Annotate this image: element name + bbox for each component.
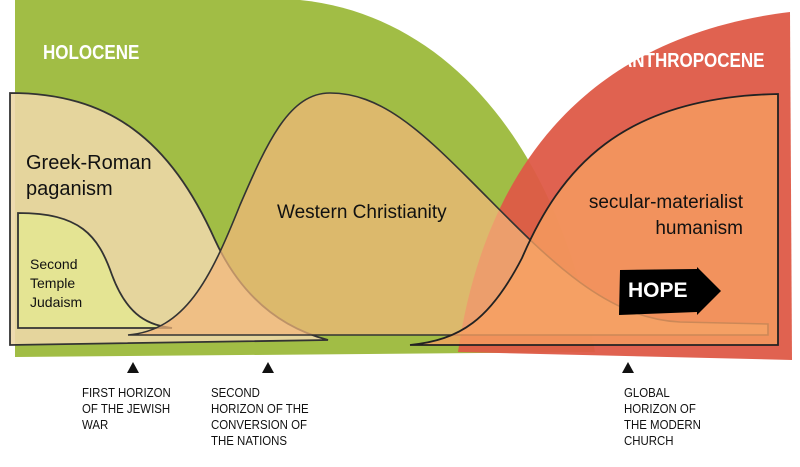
horizon-label-3: GLOBAL HORIZON OF THE MODERN CHURCH — [624, 385, 701, 448]
horizon-marker-2-icon — [262, 362, 274, 373]
hope-label: HOPE — [628, 279, 688, 302]
second-temple-label: Second Temple Judaism — [30, 255, 82, 312]
horizon-marker-1-icon — [127, 362, 139, 373]
second-temple-line1: Second — [30, 256, 78, 272]
horizon-label-1: FIRST HORIZON OF THE JEWISH WAR — [82, 385, 171, 432]
secular-humanism-label: secular-materialist humanism — [585, 190, 743, 242]
anthropocene-label: ANTHROPOCENE — [620, 50, 765, 72]
second-temple-line3: Judaism — [30, 294, 83, 310]
hope-arrow — [619, 267, 721, 315]
holocene-label: HOLOCENE — [43, 42, 140, 64]
horizon-label-2: SECOND HORIZON OF THE CONVERSION OF THE … — [211, 385, 309, 448]
horizon-marker-3-icon — [622, 362, 634, 373]
secular-line2: humanism — [655, 218, 743, 239]
secular-line1: secular-materialist — [588, 192, 743, 213]
greek-roman-label: Greek-Roman paganism — [26, 150, 152, 202]
greek-roman-line1: Greek-Roman — [26, 152, 152, 174]
western-christianity-label: Western Christianity — [277, 202, 447, 223]
second-temple-line2: Temple — [30, 275, 76, 291]
greek-roman-line2: paganism — [26, 178, 113, 200]
